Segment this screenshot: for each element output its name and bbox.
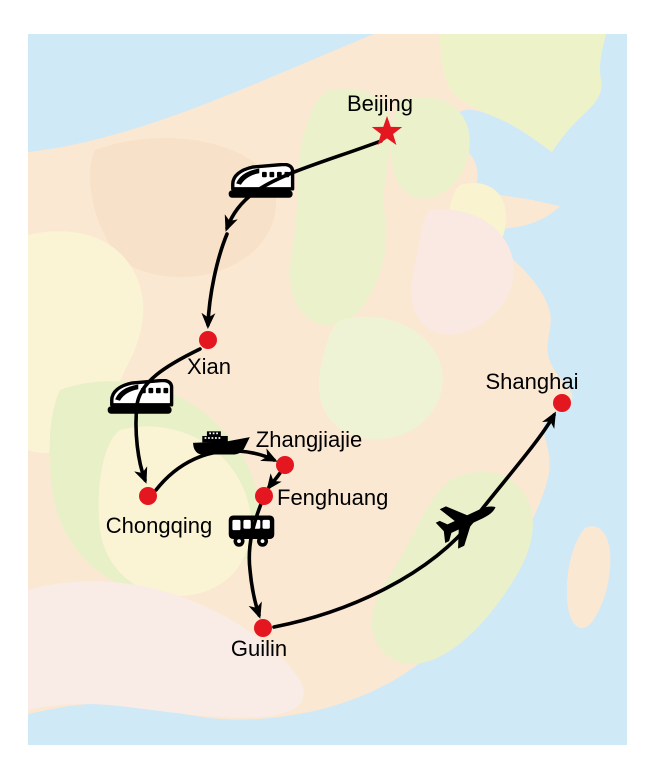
map-region <box>391 97 470 199</box>
routes <box>134 139 556 629</box>
route-xian-chongqing <box>134 347 202 484</box>
route-beijing-xian-b <box>201 232 229 329</box>
route-fenghuang-guilin <box>247 502 263 619</box>
map-region <box>319 317 443 440</box>
city-label-fenghuang: Fenghuang <box>277 485 388 510</box>
city-dot-fenghuang <box>255 487 273 505</box>
map-region <box>28 581 304 718</box>
map-background <box>28 34 627 745</box>
route-guilin-shanghai <box>272 411 556 629</box>
route-chongqing-zhangjiajie <box>154 448 278 492</box>
city-label-xian: Xian <box>187 354 231 379</box>
map-region <box>440 34 606 152</box>
map-region <box>371 471 533 664</box>
city-label-guilin: Guilin <box>231 636 287 661</box>
map-region <box>89 138 277 278</box>
map-region-taiwan <box>566 526 611 629</box>
city-dot-guilin <box>254 619 272 637</box>
map-regions <box>28 34 611 718</box>
map-region <box>28 231 144 453</box>
route-zhangjiajie-fenghuang <box>266 471 282 491</box>
city-labels: Beijing Xian Chongqing Zhangjiajie Fengh… <box>106 91 579 661</box>
sea-east <box>28 34 627 745</box>
sea-northwest <box>28 34 374 152</box>
city-label-beijing: Beijing <box>347 91 413 116</box>
city-dot-xian <box>199 331 217 349</box>
city-label-chongqing: Chongqing <box>106 513 212 538</box>
city-label-shanghai: Shanghai <box>486 369 579 394</box>
city-label-zhangjiajie: Zhangjiajie <box>256 427 362 452</box>
city-markers <box>139 116 571 637</box>
city-dot-shanghai <box>553 394 571 412</box>
map-region <box>411 209 514 335</box>
route-beijing-xian-a <box>224 139 383 232</box>
city-dot-chongqing <box>139 487 157 505</box>
city-dot-zhangjiajie <box>276 456 294 474</box>
star-icon-beijing <box>371 116 403 145</box>
